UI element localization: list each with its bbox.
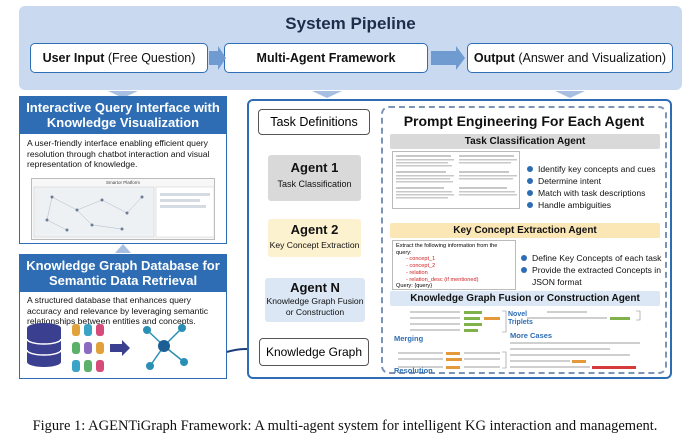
interface-graph-preview — [33, 186, 215, 238]
agent-2-box: Agent 2 Key Concept Extraction — [268, 219, 361, 257]
screenshot-title: Smartor Platform — [105, 180, 140, 185]
kgdb-title: Knowledge Graph Database for Semantic Da… — [19, 254, 227, 292]
interface-screenshot: Smartor Platform — [31, 178, 215, 240]
agent-1-box: Agent 1 Task Classification — [268, 155, 361, 201]
extraction-prompt-box: Extract the following information from t… — [392, 240, 516, 290]
bullet-text: Determine intent — [538, 176, 602, 186]
key-concept-bullets: Define Key Concepts of each task Provide… — [521, 252, 666, 288]
output-box: Output (Answer and Visualization) — [467, 43, 673, 73]
arrow-up-icon — [115, 244, 131, 253]
fusion-examples — [392, 308, 664, 372]
fusion-header: Knowledge Graph Fusion or Construction A… — [390, 291, 660, 306]
extract-query: Query: {query} — [396, 283, 433, 290]
agent-n-title: Agent N — [290, 280, 340, 295]
arrow-right-icon — [431, 46, 465, 70]
user-input-box: User Input (Free Question) — [30, 43, 208, 73]
user-input-note: (Free Question) — [104, 51, 196, 65]
key-concept-header: Key Concept Extraction Agent — [390, 223, 660, 238]
agent-2-subtitle: Key Concept Extraction — [269, 240, 360, 250]
bullet-text: Match with task descriptions — [538, 188, 646, 198]
extract-item: - concept_1 — [406, 256, 436, 263]
merging-label: Merging — [394, 334, 424, 343]
bullet-text: Define Key Concepts of each task — [532, 253, 662, 263]
figure-caption: Figure 1: AGENTiGraph Framework: A multi… — [32, 418, 658, 434]
knowledge-graph-box: Knowledge Graph — [259, 338, 369, 366]
database-illustration — [26, 323, 188, 372]
task-classification-prompt-thumbnail — [392, 151, 520, 209]
arrow-down-icon — [555, 91, 585, 98]
arrow-right-icon — [209, 46, 226, 70]
database-icon — [26, 323, 62, 367]
output-label: Output — [473, 51, 515, 65]
user-input-label: User Input — [42, 51, 105, 65]
novel-triplets-label: Novel Triplets — [508, 311, 533, 326]
bullet-text: Handle ambiguities — [538, 200, 612, 210]
agent-2-title: Agent 2 — [290, 222, 339, 237]
kgdb-description: A structured database that enhances quer… — [27, 295, 209, 326]
agent-1-title: Agent 1 — [290, 160, 339, 175]
interface-title: Interactive Query Interface with Knowled… — [19, 96, 227, 134]
task-classification-bullets: Identify key concepts and cues Determine… — [527, 163, 665, 211]
extract-item: - concept_2 — [406, 263, 436, 270]
arrow-right-icon — [110, 340, 130, 356]
interface-description: A user-friendly interface enabling effic… — [27, 138, 210, 169]
arrow-down-icon — [108, 91, 138, 98]
task-classification-header: Task Classification Agent — [390, 134, 660, 149]
task-definitions-box: Task Definitions — [258, 109, 370, 135]
more-cases-label: More Cases — [510, 331, 553, 340]
prompt-title: Prompt Engineering For Each Agent — [403, 113, 645, 129]
extract-intro: Extract the following information from t… — [396, 243, 498, 256]
pipeline-title: System Pipeline — [285, 14, 416, 33]
agent-n-subtitle: Knowledge Graph Fusion or Construction — [266, 296, 364, 317]
agent-n-box: Agent N Knowledge Graph Fusion or Constr… — [265, 278, 365, 322]
mini-database-icons — [72, 324, 104, 372]
output-note: (Answer and Visualization) — [514, 51, 667, 65]
extract-item: - relation — [406, 269, 428, 276]
agent-1-subtitle: Task Classification — [277, 179, 352, 189]
arrow-down-icon — [312, 91, 342, 98]
framework-label: Multi-Agent Framework — [256, 51, 396, 65]
extract-item: - relation_desc (if mentioned) — [406, 276, 479, 283]
bullet-text: Identify key concepts and cues — [538, 164, 656, 174]
resolution-label: Resolution — [394, 366, 433, 375]
bullet-text: Provide the extracted Concepts in JSON f… — [532, 265, 661, 287]
multi-agent-framework-box: Multi-Agent Framework — [224, 43, 428, 73]
